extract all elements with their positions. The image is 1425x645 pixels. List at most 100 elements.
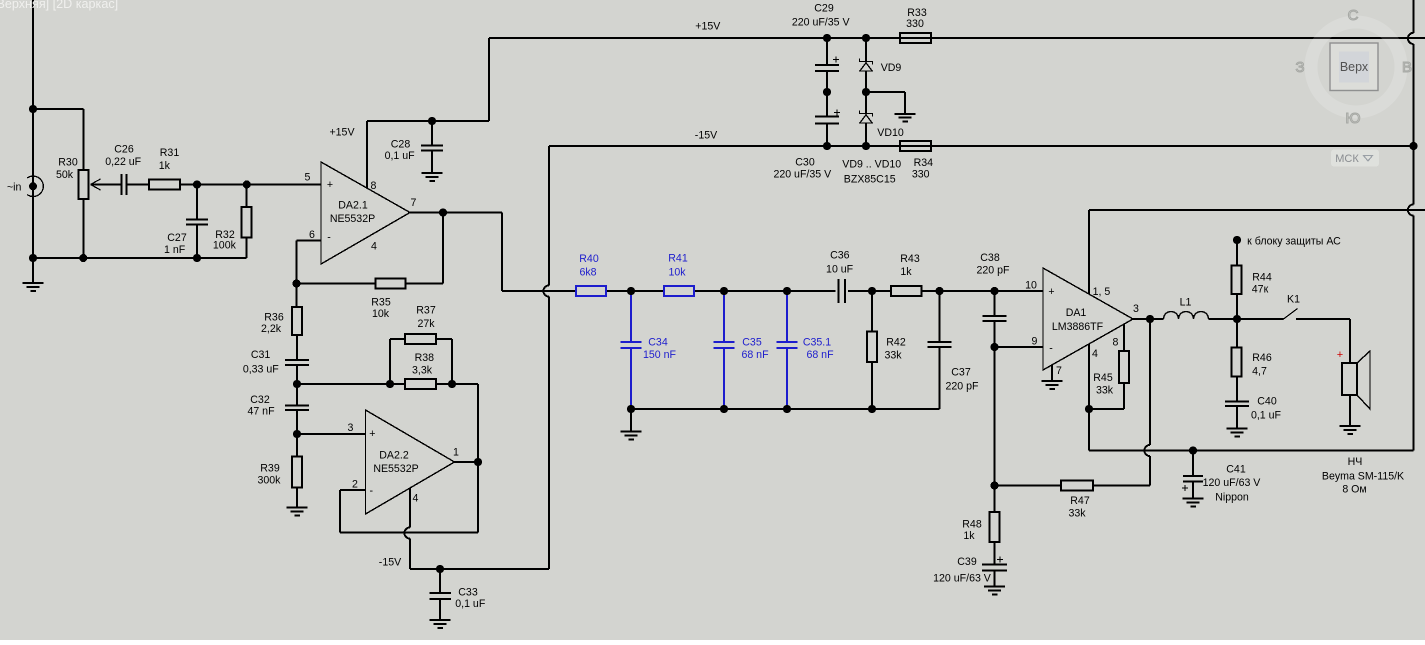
svg-text:DA2.2: DA2.2 (379, 450, 409, 462)
svg-text:0,22 uF: 0,22 uF (105, 156, 141, 168)
svg-text:C39: C39 (957, 556, 977, 568)
svg-text:8: 8 (1113, 337, 1119, 349)
svg-text:R30: R30 (58, 156, 78, 168)
svg-text:47 nF: 47 nF (247, 406, 275, 418)
svg-text:LM3886TF: LM3886TF (1052, 321, 1104, 333)
svg-text:-: - (327, 232, 331, 244)
svg-text:8 Ом: 8 Ом (1342, 484, 1366, 496)
svg-text:47к: 47к (1252, 284, 1269, 296)
svg-text:C31: C31 (251, 349, 271, 361)
svg-text:R41: R41 (668, 253, 688, 265)
svg-text:Верх: Верх (1340, 60, 1369, 74)
svg-text:68 nF: 68 nF (741, 349, 769, 361)
svg-text:1k: 1k (963, 530, 975, 542)
svg-text:+15V: +15V (329, 126, 355, 138)
svg-text:10 uF: 10 uF (826, 264, 854, 276)
svg-text:2,2k: 2,2k (261, 323, 282, 335)
svg-text:C38: C38 (980, 252, 1000, 264)
svg-text:С: С (1348, 7, 1359, 24)
svg-text:R45: R45 (1093, 372, 1113, 384)
svg-text:3,3k: 3,3k (412, 364, 433, 376)
svg-text:150 nF: 150 nF (643, 349, 677, 361)
svg-text:0,1 uF: 0,1 uF (455, 598, 486, 610)
svg-text:7: 7 (411, 197, 417, 209)
svg-text:R46: R46 (1252, 352, 1272, 364)
svg-text:C35.1: C35.1 (803, 337, 831, 349)
svg-text:6: 6 (309, 229, 315, 241)
svg-text:330: 330 (912, 168, 930, 180)
svg-text:120 uF/63 V: 120 uF/63 V (933, 573, 992, 585)
svg-text:330: 330 (906, 18, 924, 30)
svg-text:5: 5 (305, 172, 311, 184)
svg-text:0,1 uF: 0,1 uF (1251, 410, 1282, 422)
svg-text:L1: L1 (1180, 297, 1192, 309)
svg-text:6k8: 6k8 (579, 267, 596, 279)
svg-text:R44: R44 (1252, 272, 1272, 284)
svg-text:[Верхняя] [2D каркас]: [Верхняя] [2D каркас] (0, 0, 118, 11)
svg-text:к блоку защиты АС: к блоку защиты АС (1247, 236, 1341, 248)
svg-text:R35: R35 (371, 297, 391, 309)
svg-text:C35: C35 (742, 337, 762, 349)
svg-text:33k: 33k (884, 350, 902, 362)
svg-text:~in: ~in (7, 182, 22, 194)
svg-text:C27: C27 (167, 232, 187, 244)
svg-text:C26: C26 (114, 143, 134, 155)
svg-text:Ю: Ю (1345, 110, 1360, 127)
svg-text:R31: R31 (160, 147, 180, 159)
svg-text:C40: C40 (1257, 396, 1277, 408)
svg-text:BZX85C15: BZX85C15 (844, 174, 896, 186)
svg-text:DA1: DA1 (1066, 307, 1087, 319)
svg-text:C36: C36 (830, 250, 850, 262)
svg-text:R47: R47 (1070, 495, 1090, 507)
svg-text:Beyma SM-115/K: Beyma SM-115/K (1322, 471, 1404, 483)
svg-text:10: 10 (1025, 280, 1037, 292)
svg-text:МСК: МСК (1335, 153, 1359, 165)
svg-text:1k: 1k (900, 266, 912, 278)
svg-text:C37: C37 (951, 367, 971, 379)
svg-text:8: 8 (371, 180, 377, 192)
svg-text:R39: R39 (260, 463, 280, 475)
svg-text:В: В (1402, 59, 1412, 76)
svg-text:33k: 33k (1096, 385, 1114, 397)
svg-text:10k: 10k (668, 267, 686, 279)
svg-text:R32: R32 (215, 229, 235, 241)
svg-text:1k: 1k (159, 160, 171, 172)
svg-text:120 uF/63 V: 120 uF/63 V (1203, 477, 1262, 489)
svg-text:C28: C28 (391, 138, 411, 150)
svg-text:3: 3 (1133, 303, 1139, 315)
svg-text:4: 4 (413, 493, 419, 505)
svg-text:0,1 uF: 0,1 uF (385, 150, 416, 162)
svg-text:300k: 300k (258, 475, 282, 487)
svg-text:220 uF/35 V: 220 uF/35 V (773, 169, 832, 181)
svg-text:NE5532P: NE5532P (373, 463, 418, 475)
svg-text:C41: C41 (1226, 464, 1246, 476)
svg-text:R38: R38 (415, 352, 435, 364)
svg-text:C33: C33 (458, 587, 478, 599)
svg-text:4: 4 (371, 241, 377, 253)
svg-text:-15V: -15V (379, 557, 402, 569)
svg-text:2: 2 (352, 479, 358, 491)
svg-text:-: - (1049, 343, 1053, 355)
svg-text:DA2.1: DA2.1 (338, 200, 368, 212)
svg-text:-15V: -15V (695, 130, 718, 142)
svg-text:27k: 27k (417, 318, 435, 330)
svg-text:50k: 50k (56, 169, 74, 181)
svg-text:1: 1 (453, 447, 459, 459)
svg-text:C34: C34 (648, 337, 668, 349)
svg-text:NE5532P: NE5532P (330, 213, 375, 225)
svg-text:K1: K1 (1287, 294, 1300, 306)
svg-text:R48: R48 (962, 518, 982, 530)
svg-text:0,33 uF: 0,33 uF (243, 364, 279, 376)
svg-text:R43: R43 (900, 253, 920, 265)
svg-text:68 nF: 68 nF (806, 349, 834, 361)
svg-text:R40: R40 (579, 253, 599, 265)
svg-text:VD9 .. VD10: VD9 .. VD10 (842, 159, 901, 171)
svg-text:R33: R33 (907, 7, 927, 19)
svg-text:+: + (1048, 286, 1054, 298)
svg-text:220 pF: 220 pF (946, 381, 980, 393)
svg-text:+15V: +15V (695, 21, 721, 33)
svg-text:220 pF: 220 pF (977, 265, 1011, 277)
svg-text:100k: 100k (213, 240, 237, 252)
svg-text:+: + (1337, 349, 1343, 361)
svg-text:9: 9 (1032, 336, 1038, 348)
